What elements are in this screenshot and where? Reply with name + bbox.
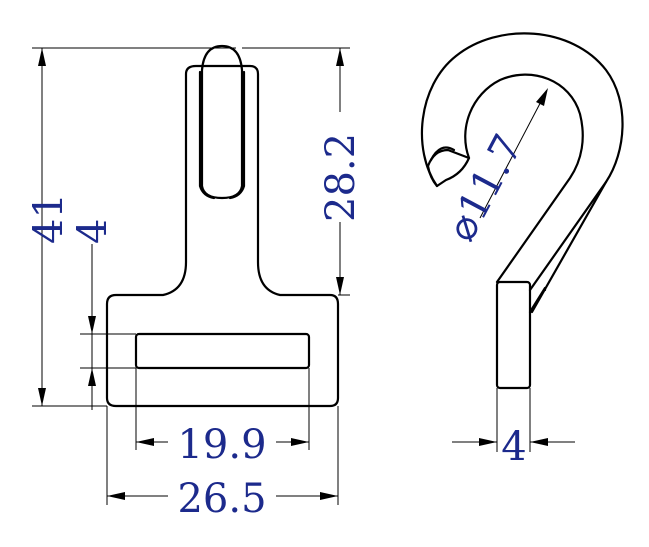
front-top-tab: [200, 44, 244, 200]
hook-outer: [420, 32, 624, 314]
hook-inner: [464, 73, 584, 284]
front-dimensions: 41 4 28.2 19.9 26.5: [26, 47, 364, 522]
dim-overall-height: 41: [26, 193, 72, 244]
front-body-outline: [105, 64, 340, 408]
dim-slot-height: 4: [70, 219, 116, 244]
hook-shank: [495, 280, 532, 390]
front-view: [105, 44, 340, 408]
front-slot: [134, 332, 311, 370]
hook-tip: [426, 148, 471, 188]
dim-slot-width: 19.9: [177, 422, 266, 468]
dim-thickness: 4: [501, 424, 526, 470]
dim-overall-width: 26.5: [177, 476, 266, 522]
side-view: ⌀11.7 4: [420, 32, 624, 470]
dim-stem-height: 28.2: [318, 133, 364, 222]
dim-hook-diameter: ⌀11.7: [438, 127, 532, 249]
